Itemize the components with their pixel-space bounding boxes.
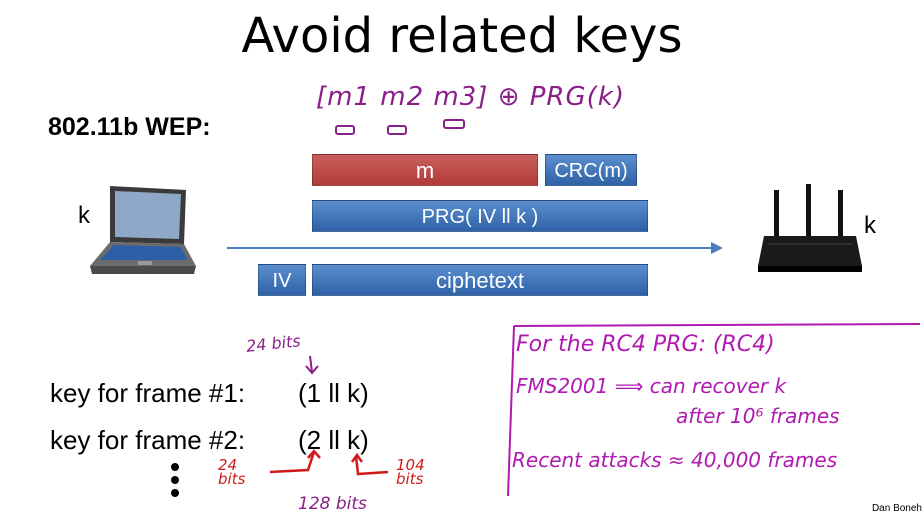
key-left-label: k (78, 202, 90, 229)
frame1-key-label: key for frame #1: (50, 378, 246, 408)
note-box-border (507, 323, 921, 497)
annotation-24bits-side: 24 bits (218, 456, 246, 488)
frame1-key-value: (1 ll k) (298, 378, 369, 408)
annotation-red-arrow-left (269, 449, 321, 474)
wep-label: 802.11b WEP: (48, 113, 211, 141)
transmission-arrow (227, 242, 723, 254)
annotation-104bits: 104 bits (396, 456, 425, 488)
crc-bar: CRC(m) (545, 154, 637, 186)
iv-bar: IV (258, 264, 306, 296)
message-bar: m (312, 154, 538, 186)
ciphertext-label: ciphetext (435, 268, 525, 293)
slide-title: Avoid related keys (241, 8, 683, 64)
prg-bar: PRG( IV ll k ) (312, 200, 648, 232)
ciphertext-bar: ciphetext (312, 264, 648, 296)
note-line-1: For the RC4 PRG: (RC4) (516, 332, 775, 357)
prg-label: PRG( IV ll k ) (421, 206, 539, 228)
formula-underlines (335, 119, 465, 135)
note-line-4: Recent attacks ≈ 40,000 frames (512, 448, 838, 472)
iv-label: IV (272, 270, 292, 292)
annotation-red-arrow-right (350, 452, 389, 476)
laptop-icon (90, 186, 196, 274)
handwritten-formula: [m1 m2 m3] ⊕ PRG(k) (316, 82, 625, 112)
message-label: m (415, 158, 435, 183)
note-line-3: after 10⁶ frames (676, 404, 840, 428)
crc-label: CRC(m) (554, 160, 628, 182)
router-icon (758, 184, 862, 272)
frame2-key-value: (2 ll k) (298, 425, 369, 455)
vertical-ellipsis-icon (171, 463, 179, 497)
annotation-128bits: 128 bits (298, 494, 367, 514)
frame2-key-label: key for frame #2: (50, 425, 246, 455)
key-right-label: k (864, 212, 876, 239)
note-line-2: FMS2001 ⟹ can recover k (516, 374, 787, 398)
author-credit: Dan Boneh (871, 503, 922, 514)
annotation-24bits-top: 24 bits (245, 331, 302, 356)
annotation-down-arrow (305, 355, 319, 375)
formula-text: [m1 m2 m3] ⊕ PRG(k) (316, 82, 625, 112)
